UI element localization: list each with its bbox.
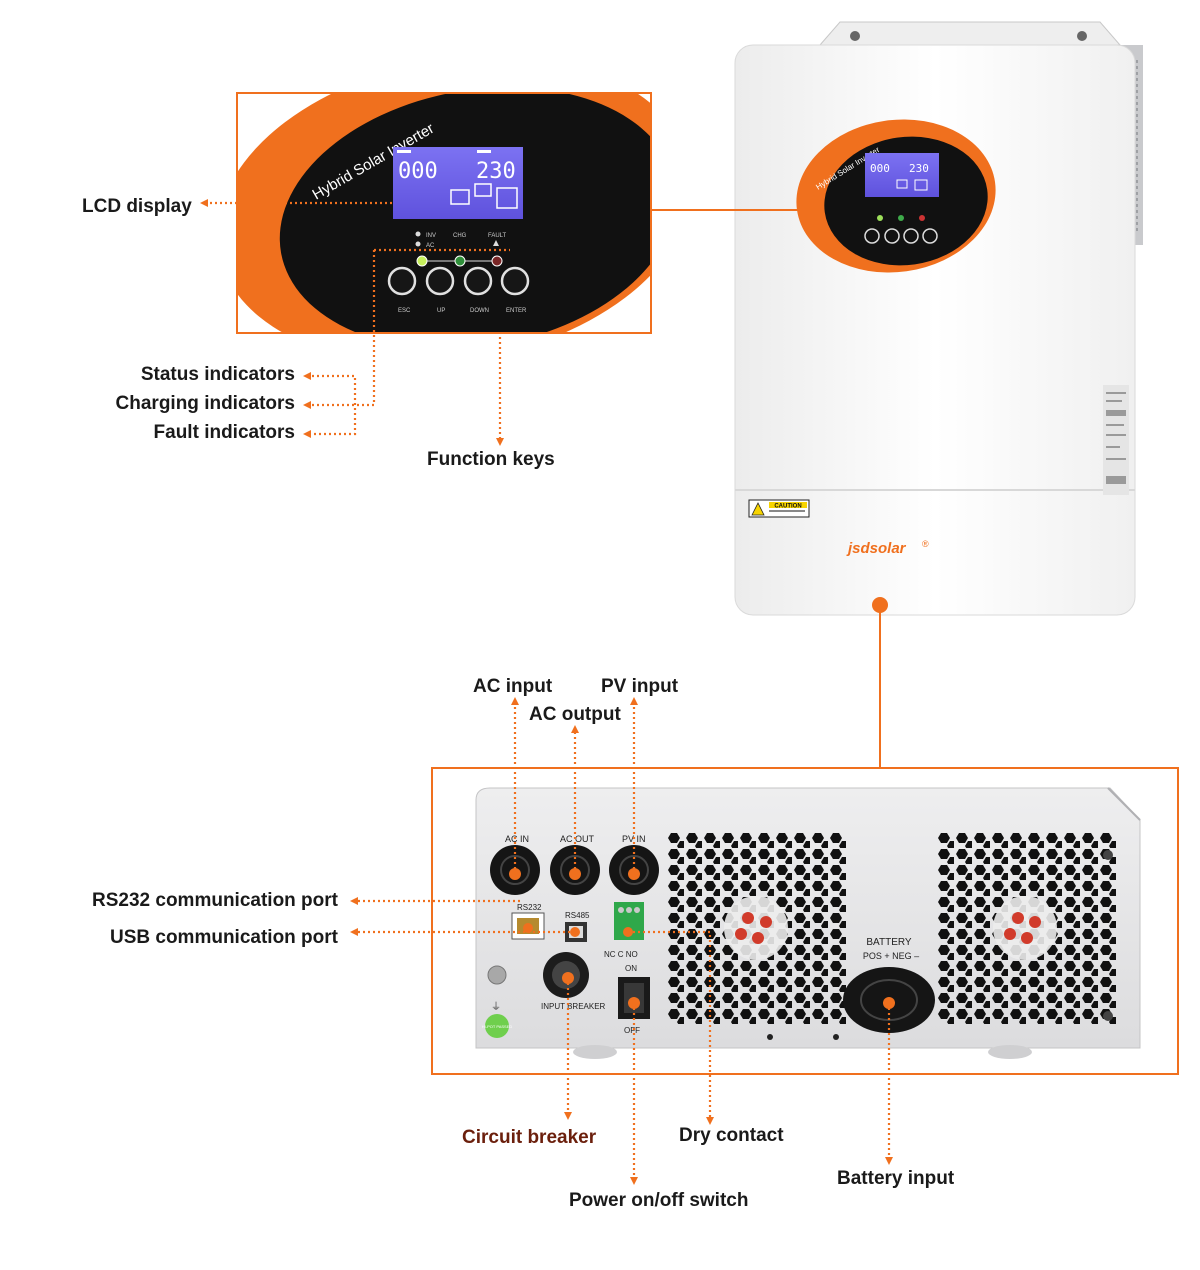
key-label-down: DOWN [470, 308, 489, 314]
esc-key [387, 266, 417, 296]
svg-text:⏚: ⏚ [491, 1001, 501, 1013]
led-ac-indicator [416, 255, 428, 267]
lcd-right-reading: 230 [476, 159, 516, 184]
callout-ac-output: AC output [529, 704, 621, 725]
callout-circuit-breaker: Circuit breaker [462, 1127, 597, 1148]
brand-registered-mark: ® [922, 539, 929, 549]
cabinet-front-panel: Hybrid Solar Inverter 000 230 [796, 119, 996, 273]
callout-fault-indicators: Fault indicators [153, 422, 295, 443]
cabinet-lcd-right: 230 [909, 162, 929, 175]
callout-status-indicators: Status indicators [140, 364, 295, 385]
front-panel-zoom: Hybrid Solar Inverter 000 230 INV AC CHG… [236, 92, 652, 334]
inverter-cabinet: CAUTION jsdsolar ® Hybrid Solar Inverter… [734, 21, 1143, 616]
input-breaker-label: INPUT BREAKER [541, 1002, 606, 1011]
led-label-ac: AC [426, 243, 435, 249]
callout-function-keys: Function keys [427, 449, 555, 470]
cabinet-lcd-left: 000 [870, 162, 890, 175]
rear-leader-lines [355, 702, 891, 1180]
key-label-enter: ENTER [506, 308, 527, 314]
front-leader-lines [205, 201, 510, 440]
rs485-label: RS485 [565, 911, 590, 920]
caution-sticker-text: CAUTION [774, 504, 801, 510]
switch-on-label: ON [625, 964, 637, 973]
brand-logo-text: jsdsolar [846, 540, 907, 557]
led-label-chg: CHG [453, 233, 467, 239]
brand-logo: jsdsolar ® [846, 539, 929, 557]
callout-charging-indicators: Charging indicators [115, 393, 295, 414]
callout-battery-input: Battery input [837, 1168, 955, 1189]
lcd-screen [393, 147, 523, 219]
rear-panel-zoom: AC IN AC OUT PV IN RS232 RS485 NC C NO ⏚… [431, 767, 1179, 1075]
key-label-esc: ESC [398, 308, 411, 314]
lcd-left-reading: 000 [398, 159, 438, 184]
rs232-label: RS232 [517, 903, 542, 912]
enter-key [500, 266, 530, 296]
callout-rs232-port: RS232 communication port [92, 890, 338, 911]
callout-lcd-display: LCD display [82, 196, 192, 217]
led-fault-indicator [491, 255, 503, 267]
hipot-badge: HI-POT PASSED [482, 1024, 513, 1029]
dry-contact-terminal-labels: NC C NO [604, 950, 638, 959]
callout-power-switch: Power on/off switch [569, 1190, 749, 1211]
battery-poles: POS + NEG – [863, 951, 919, 961]
callout-usb-port: USB communication port [109, 927, 338, 948]
ac-out-label: AC OUT [560, 834, 595, 844]
key-label-up: UP [437, 308, 445, 314]
callout-ac-input: AC input [473, 676, 553, 697]
led-label-inv: INV [426, 233, 436, 239]
callout-dry-contact: Dry contact [679, 1125, 784, 1146]
battery-title: BATTERY [866, 937, 912, 948]
led-chg-indicator [454, 255, 466, 267]
callout-pv-input: PV input [601, 676, 679, 697]
ac-in-label: AC IN [505, 834, 529, 844]
up-key [425, 266, 455, 296]
led-label-fault: FAULT [488, 233, 507, 239]
switch-off-label: OFF [624, 1026, 640, 1035]
down-key [463, 266, 493, 296]
